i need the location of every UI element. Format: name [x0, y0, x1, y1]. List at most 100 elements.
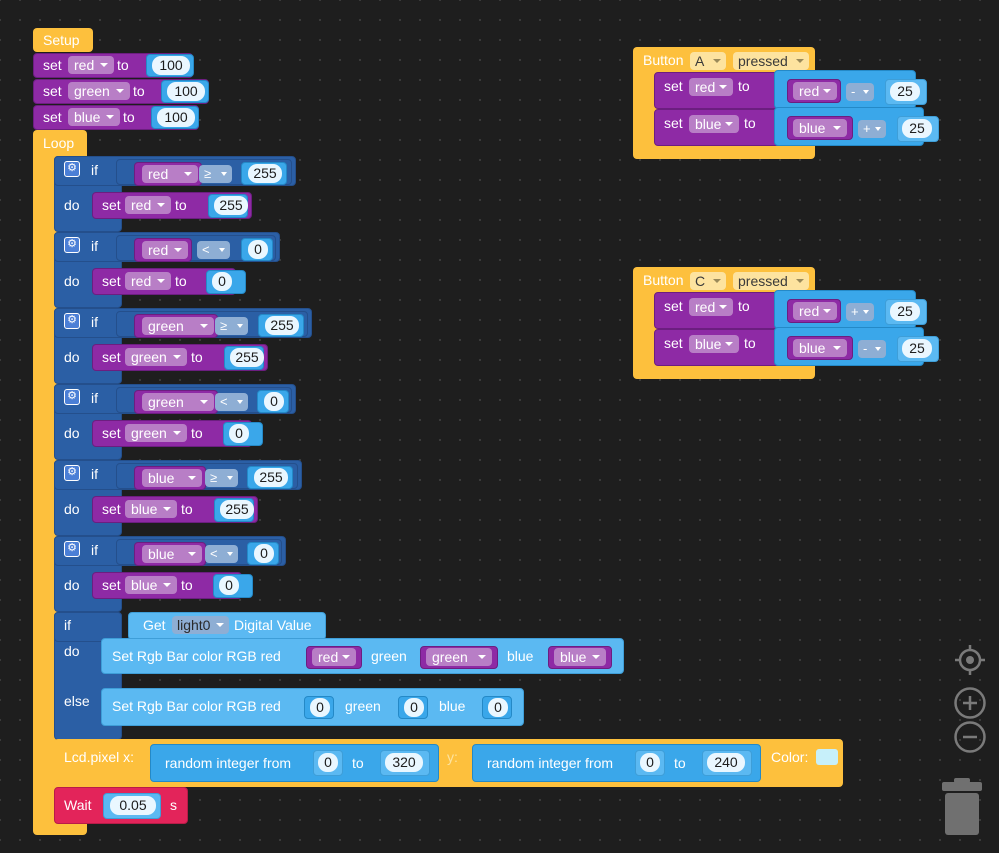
number-value[interactable]: 25	[902, 119, 932, 138]
number-value[interactable]: 0	[488, 698, 508, 717]
zoom-out-icon[interactable]	[953, 720, 987, 754]
operator-dropdown[interactable]: -	[846, 83, 874, 101]
variable-dropdown[interactable]: blue	[125, 576, 177, 594]
set-keyword: set	[43, 83, 62, 99]
number-value[interactable]: 255	[248, 164, 282, 183]
variable-dropdown[interactable]: green	[68, 82, 130, 100]
number-value[interactable]: 255	[230, 348, 264, 367]
number-value[interactable]: 25	[890, 302, 920, 321]
variable-dropdown[interactable]: blue	[793, 119, 847, 137]
to-keyword: to	[175, 273, 187, 289]
to-keyword: to	[738, 298, 750, 314]
number-value[interactable]: 0.05	[110, 796, 156, 815]
number-value[interactable]: 0	[254, 544, 274, 563]
number-value[interactable]: 0	[310, 698, 330, 717]
variable-dropdown[interactable]: red	[142, 165, 198, 183]
variable-dropdown[interactable]: green	[125, 424, 187, 442]
if-keyword: if	[91, 466, 98, 482]
set-keyword: set	[102, 273, 121, 289]
variable-dropdown[interactable]: blue	[142, 469, 202, 487]
variable-dropdown[interactable]: red	[689, 78, 733, 96]
do-keyword: do	[64, 425, 80, 441]
if-else-header[interactable]	[54, 612, 122, 642]
variable-dropdown[interactable]: green	[142, 317, 214, 335]
button-dropdown[interactable]: A	[690, 52, 726, 70]
variable-dropdown[interactable]: red	[125, 196, 171, 214]
number-value[interactable]: 0	[640, 753, 660, 772]
variable-dropdown[interactable]: red	[793, 82, 837, 100]
gear-icon[interactable]: ⚙	[64, 389, 80, 405]
get-label: Get	[143, 617, 166, 633]
operator-dropdown[interactable]: <	[197, 241, 230, 259]
do-keyword: do	[64, 577, 80, 593]
trash-icon[interactable]	[940, 778, 984, 836]
number-value[interactable]: 320	[385, 753, 423, 772]
gear-icon[interactable]: ⚙	[64, 541, 80, 557]
number-value[interactable]: 0	[404, 698, 424, 717]
operator-dropdown[interactable]: +	[858, 120, 886, 138]
variable-dropdown[interactable]: red	[68, 56, 114, 74]
number-value[interactable]: 25	[902, 339, 932, 358]
number-value[interactable]: 100	[157, 108, 195, 127]
digital-value-label: Digital Value	[234, 617, 312, 633]
variable-dropdown[interactable]: blue	[68, 108, 120, 126]
number-value[interactable]: 255	[214, 196, 248, 215]
number-value[interactable]: 100	[167, 82, 205, 101]
operator-dropdown[interactable]: +	[846, 303, 874, 321]
if-keyword: if	[91, 542, 98, 558]
variable-dropdown[interactable]: red	[312, 648, 356, 666]
variable-dropdown[interactable]: red	[142, 241, 188, 259]
zoom-in-icon[interactable]	[953, 686, 987, 720]
variable-dropdown[interactable]: blue	[142, 545, 202, 563]
number-value[interactable]: 255	[254, 468, 288, 487]
to-label: to	[674, 755, 686, 771]
color-swatch[interactable]	[816, 749, 838, 765]
gear-icon[interactable]: ⚙	[64, 161, 80, 177]
variable-dropdown[interactable]: green	[426, 648, 492, 666]
target-icon[interactable]	[954, 644, 986, 676]
gear-icon[interactable]: ⚙	[64, 465, 80, 481]
set-keyword: set	[102, 349, 121, 365]
operator-dropdown[interactable]: ≥	[205, 469, 238, 487]
variable-dropdown[interactable]: red	[793, 302, 837, 320]
number-value[interactable]: 0	[212, 272, 232, 291]
variable-dropdown[interactable]: green	[125, 348, 187, 366]
variable-dropdown[interactable]: blue	[793, 339, 847, 357]
do-keyword: do	[64, 643, 80, 659]
number-value[interactable]: 100	[152, 56, 190, 75]
number-value[interactable]: 0	[318, 753, 338, 772]
number-value[interactable]: 0	[219, 576, 239, 595]
rgb-bar-do-block[interactable]	[101, 638, 624, 674]
button-dropdown[interactable]: C	[690, 272, 726, 290]
operator-dropdown[interactable]: ≥	[215, 317, 248, 335]
number-value[interactable]: 0	[264, 392, 284, 411]
variable-dropdown[interactable]: blue	[554, 648, 606, 666]
number-value[interactable]: 240	[707, 753, 745, 772]
set-keyword: set	[102, 197, 121, 213]
number-value[interactable]: 0	[229, 424, 249, 443]
variable-dropdown[interactable]: green	[142, 393, 214, 411]
variable-dropdown[interactable]: blue	[689, 335, 739, 353]
operator-dropdown[interactable]: ≥	[199, 165, 232, 183]
sensor-dropdown[interactable]: light0	[172, 616, 229, 634]
to-label: to	[352, 755, 364, 771]
variable-dropdown[interactable]: red	[125, 272, 171, 290]
green-label: green	[371, 648, 407, 664]
event-dropdown[interactable]: pressed	[733, 52, 809, 70]
setup-hat-block[interactable]	[33, 28, 93, 52]
if-keyword: if	[91, 238, 98, 254]
gear-icon[interactable]: ⚙	[64, 313, 80, 329]
number-value[interactable]: 25	[890, 82, 920, 101]
operator-dropdown[interactable]: -	[858, 340, 886, 358]
variable-dropdown[interactable]: red	[689, 298, 733, 316]
number-value[interactable]: 0	[248, 240, 268, 259]
to-keyword: to	[744, 115, 756, 131]
operator-dropdown[interactable]: <	[215, 393, 248, 411]
variable-dropdown[interactable]: blue	[125, 500, 177, 518]
variable-dropdown[interactable]: blue	[689, 115, 739, 133]
event-dropdown[interactable]: pressed	[733, 272, 809, 290]
gear-icon[interactable]: ⚙	[64, 237, 80, 253]
number-value[interactable]: 255	[265, 316, 299, 335]
operator-dropdown[interactable]: <	[205, 545, 238, 563]
number-value[interactable]: 255	[220, 500, 254, 519]
